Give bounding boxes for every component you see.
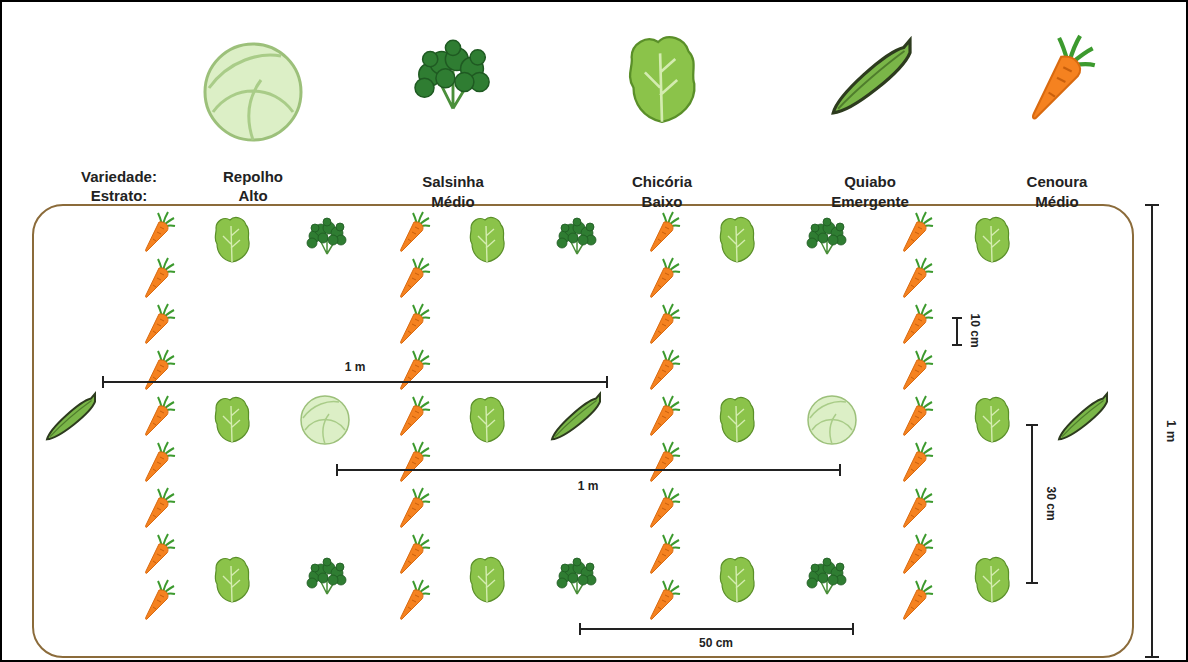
- chicory-icon: [215, 218, 249, 262]
- okra-icon: [827, 37, 920, 120]
- carrot-icon: [904, 488, 933, 527]
- carrot-icon: [401, 350, 430, 389]
- variety-name: Cenoura: [1027, 174, 1088, 191]
- carrot-icon: [651, 580, 680, 619]
- chicory-icon: [720, 558, 754, 602]
- cabbage-icon: [808, 396, 856, 444]
- chicory-icon: [975, 398, 1009, 442]
- okra-icon: [43, 392, 101, 444]
- carrot-icon: [146, 258, 175, 297]
- chicory-icon: [630, 37, 694, 122]
- dimension-label: 10 cm: [967, 312, 980, 350]
- carrot-icon: [401, 534, 430, 573]
- carrot-icon: [651, 304, 680, 343]
- variety-name: Repolho: [223, 169, 283, 186]
- garden-bed: [33, 205, 1133, 657]
- chicory-icon: [720, 398, 754, 442]
- dimension-label: 1 m: [576, 480, 601, 493]
- carrot-icon: [651, 212, 680, 251]
- carrot-icon: [401, 304, 430, 343]
- okra-icon: [548, 392, 606, 444]
- carrot-icon: [401, 442, 430, 481]
- dimension-label: 50 cm: [697, 637, 735, 650]
- chicory-icon: [215, 398, 249, 442]
- carrot-icon: [904, 580, 933, 619]
- carrot-icon: [651, 350, 680, 389]
- variety-name: Salsinha: [422, 174, 484, 191]
- okra-icon: [1055, 392, 1113, 444]
- dimension-label: 30 cm: [1043, 485, 1056, 523]
- carrot-icon: [401, 212, 430, 251]
- carrot-icon: [146, 304, 175, 343]
- stratum-name: Alto: [238, 188, 267, 205]
- carrot-icon: [146, 350, 175, 389]
- carrot-icon: [904, 350, 933, 389]
- parsley-icon: [807, 558, 846, 594]
- carrot-icon: [146, 442, 175, 481]
- chicory-icon: [215, 558, 249, 602]
- chicory-icon: [470, 558, 504, 602]
- chicory-icon: [470, 218, 504, 262]
- carrot-icon: [146, 212, 175, 251]
- plant-icons: [43, 36, 1113, 620]
- dimension-label: 1 m: [343, 361, 368, 374]
- carrot-icon: [904, 396, 933, 435]
- parsley-icon: [557, 218, 596, 254]
- variety-name: Quiabo: [844, 174, 896, 191]
- carrot-icon: [651, 488, 680, 527]
- carrot-icon: [651, 442, 680, 481]
- row-heading: Estrato:: [91, 188, 148, 205]
- chicory-icon: [720, 218, 754, 262]
- carrot-icon: [401, 258, 430, 297]
- dimension-lines: [103, 205, 1159, 657]
- cabbage-icon: [301, 396, 349, 444]
- carrot-icon: [146, 396, 175, 435]
- carrot-icon: [904, 442, 933, 481]
- chicory-icon: [975, 558, 1009, 602]
- carrot-icon: [651, 534, 680, 573]
- carrot-icon: [904, 304, 933, 343]
- stratum-name: Médio: [1035, 194, 1078, 211]
- carrot-icon: [651, 258, 680, 297]
- carrot-icon: [904, 258, 933, 297]
- carrot-icon: [146, 534, 175, 573]
- carrot-icon: [904, 534, 933, 573]
- parsley-icon: [307, 558, 346, 594]
- carrot-icon: [146, 580, 175, 619]
- variety-name: Chicória: [632, 174, 692, 191]
- carrot-icon: [651, 396, 680, 435]
- carrot-icon: [401, 396, 430, 435]
- carrot-icon: [1033, 36, 1095, 119]
- chicory-icon: [470, 398, 504, 442]
- cabbage-icon: [205, 44, 301, 140]
- row-heading: Variedade:: [81, 169, 157, 186]
- carrot-icon: [401, 488, 430, 527]
- carrot-icon: [401, 580, 430, 619]
- dimension-label: 1 m: [1164, 418, 1178, 444]
- chicory-icon: [975, 218, 1009, 262]
- carrot-icon: [904, 212, 933, 251]
- parsley-icon: [807, 218, 846, 254]
- stratum-name: Emergente: [831, 194, 909, 211]
- parsley-icon: [307, 218, 346, 254]
- parsley-icon: [557, 558, 596, 594]
- stratum-name: Médio: [431, 194, 474, 211]
- parsley-icon: [415, 40, 489, 108]
- carrot-icon: [146, 488, 175, 527]
- stratum-name: Baixo: [642, 194, 683, 211]
